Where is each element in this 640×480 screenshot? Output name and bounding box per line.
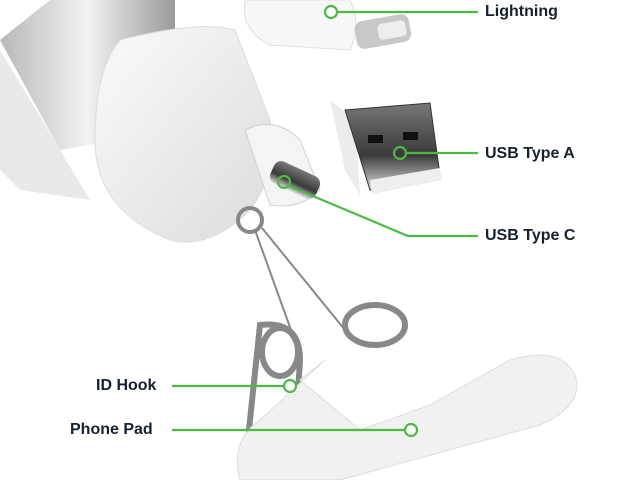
phone-pad-marker	[403, 422, 419, 438]
phone-pad	[237, 354, 578, 480]
label-usb-type-a: USB Type A	[485, 145, 575, 162]
label-usb-type-c: USB Type C	[485, 227, 576, 244]
usb-a-connector	[330, 100, 442, 195]
lightning-marker	[323, 4, 339, 20]
connector-holder	[94, 26, 321, 243]
label-lightning: Lightning	[485, 3, 558, 20]
label-id-hook: ID Hook	[96, 377, 157, 394]
callout-lines	[172, 4, 478, 438]
label-phone-pad: Phone Pad	[70, 421, 153, 438]
usb-c-marker	[276, 174, 292, 190]
id-hook-marker	[282, 378, 298, 394]
